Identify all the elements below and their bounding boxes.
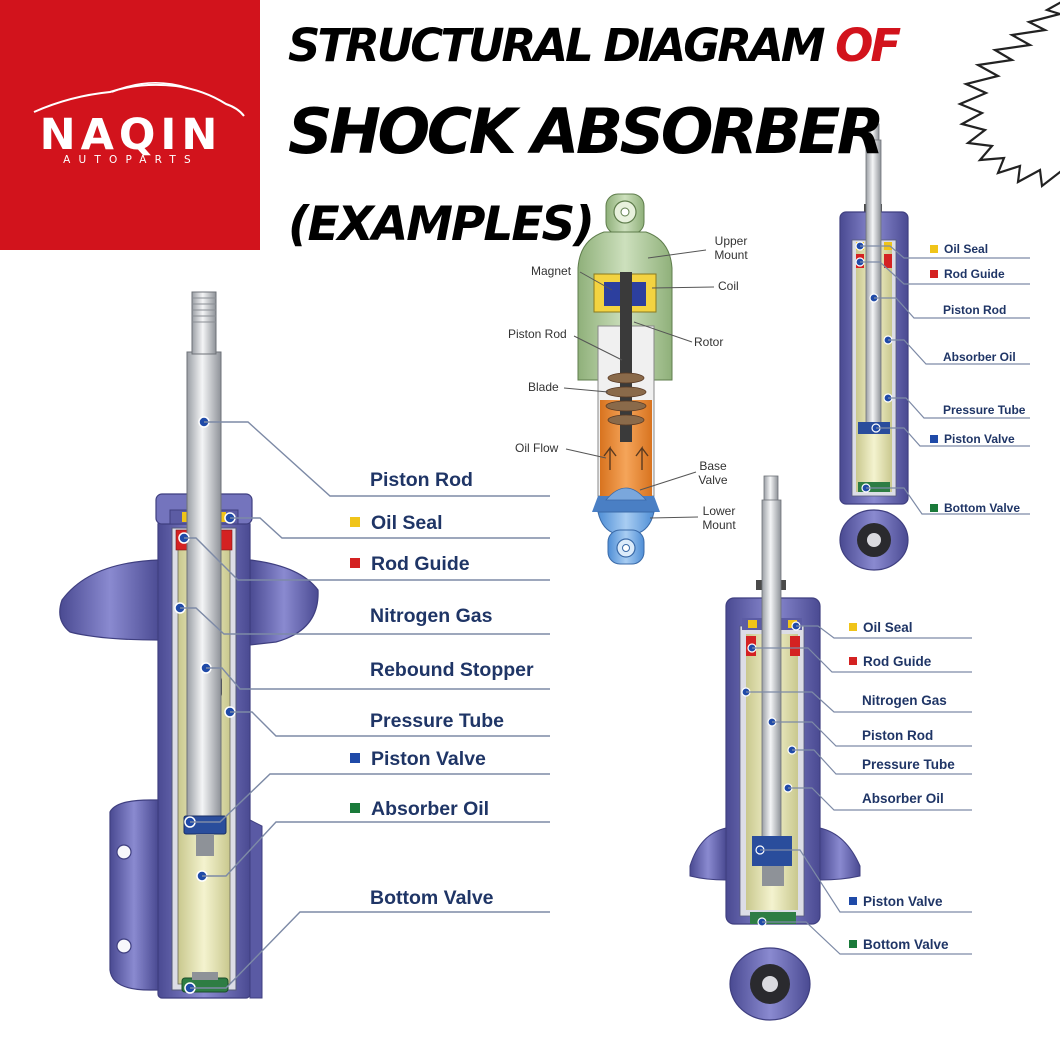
rear-piston-valve-marker [930,434,938,443]
rear-label-bottom-valve-text: Bottom Valve [944,501,1021,515]
mid-label-absorber-oil: Absorber Oil [862,791,944,806]
rear-shock-leaders [860,245,1030,515]
rod-guide-marker [350,558,360,569]
mag-label-rotor: Rotor [694,335,724,349]
magnetic-damper-leaders [563,249,715,519]
rear-shock-illustration [839,123,909,571]
rear-label-rod-guide: Rod Guide [930,267,1005,281]
strut-label-oil-seal-text: Oil Seal [371,512,443,534]
strut-label-piston-valve: Piston Valve [350,747,486,771]
mid-bottom-valve-marker [849,940,857,949]
brand-name: NAQIN [39,110,223,160]
rear-label-absorber-oil: Absorber Oil [943,350,1016,364]
mag-label-upper-mount: Upper Mount [714,234,748,262]
strut-label-absorber-oil-text: Absorber Oil [371,798,490,820]
mid-label-pressure-tube: Pressure Tube [862,757,955,772]
mid-label-rod-guide: Rod Guide [849,654,931,670]
strut-label-rod-guide: Rod Guide [350,552,470,576]
brand-tagline: AUTOPARTS [63,154,199,166]
absorber-oil-marker [350,803,360,814]
mag-label-piston-rod: Piston Rod [508,327,567,341]
mag-label-blade: Blade [528,380,559,394]
rear-label-piston-valve-text: Piston Valve [944,432,1015,446]
mid-label-piston-rod: Piston Rod [862,728,934,743]
rear-label-piston-rod: Piston Rod [943,303,1007,317]
mid-shock-illustration [689,475,861,1021]
mid-oil-seal-marker [849,623,857,632]
rear-oil-seal-marker [930,244,938,253]
oil-seal-marker [350,517,360,528]
mag-label-base-valve: Base Valve [698,459,728,487]
title-accent: OF [835,19,901,72]
strut-label-nitrogen-gas: Nitrogen Gas [370,605,493,627]
rear-label-oil-seal: Oil Seal [930,242,988,256]
mag-label-magnet: Magnet [531,264,572,278]
mid-piston-valve-marker [849,897,857,906]
rear-label-oil-seal-text: Oil Seal [944,242,989,256]
strut-label-piston-rod: Piston Rod [370,469,473,491]
mid-label-oil-seal-text: Oil Seal [863,620,913,635]
strut-label-bottom-valve: Bottom Valve [370,887,494,909]
mid-label-bottom-valve: Bottom Valve [849,937,949,953]
mid-rod-guide-marker [849,657,857,666]
magnetic-damper-illustration [577,193,673,565]
rear-label-rod-guide-text: Rod Guide [944,267,1005,281]
rear-bottom-valve-marker [930,503,938,512]
car-silhouette-icon [33,82,245,117]
title-line-1-text: STRUCTURAL DIAGRAM [288,19,825,72]
strut-label-absorber-oil: Absorber Oil [350,797,489,821]
strut-label-piston-valve-text: Piston Valve [371,748,486,770]
mid-label-oil-seal: Oil Seal [849,620,913,636]
mag-label-oil-flow: Oil Flow [515,441,559,455]
strut-label-pressure-tube: Pressure Tube [370,710,505,732]
rear-label-bottom-valve: Bottom Valve [930,501,1020,515]
mid-shock-leaders [746,625,972,955]
strut-label-oil-seal: Oil Seal [350,511,443,535]
title-line-2: SHOCK ABSORBER [288,95,885,168]
mag-label-coil: Coil [718,279,739,293]
rear-label-pressure-tube: Pressure Tube [943,403,1026,417]
starburst-badge [957,1,1060,189]
front-strut-illustration [59,291,319,999]
strut-label-rebound-stopper: Rebound Stopper [370,659,534,681]
mag-label-lower-mount: Lower Mount [702,504,736,532]
mid-label-piston-valve-text: Piston Valve [863,894,943,909]
title-line-1: STRUCTURAL DIAGRAM OF [288,18,901,74]
mid-label-nitrogen-gas: Nitrogen Gas [862,693,947,708]
front-strut-leaders [180,421,550,989]
brand-block: NAQIN AUTOPARTS [0,0,260,250]
strut-label-rod-guide-text: Rod Guide [371,553,470,575]
rear-label-piston-valve: Piston Valve [930,432,1015,446]
mid-label-bottom-valve-text: Bottom Valve [863,937,949,952]
mid-label-rod-guide-text: Rod Guide [863,654,932,669]
piston-valve-marker [350,753,360,764]
mid-label-piston-valve: Piston Valve [849,894,943,910]
rear-rod-guide-marker [930,269,938,278]
title-line-3: (EXAMPLES) [288,197,595,252]
